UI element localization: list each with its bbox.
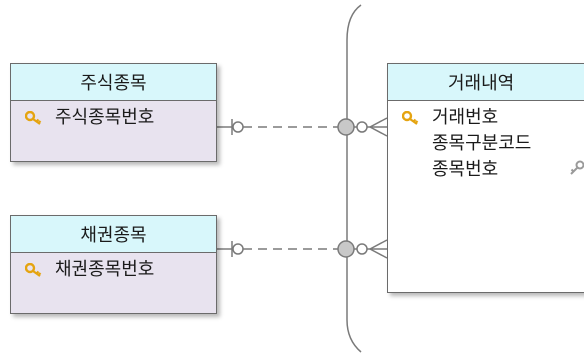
arc-junction-stock — [337, 118, 355, 136]
attribute-label: 채권종목번호 — [55, 259, 155, 280]
entity-stock-title: 주식종목 — [11, 64, 216, 101]
relationship-line-bond-transaction[interactable] — [217, 239, 388, 259]
exclusive-subtype-arc — [346, 4, 362, 353]
entity-stock[interactable]: 주식종목 주식종목번호 — [10, 63, 217, 162]
entity-bond-title: 채권종목 — [11, 216, 216, 253]
entity-transaction-title: 거래내역 — [388, 64, 584, 101]
attribute-row[interactable]: 종목구분코드 — [388, 131, 584, 157]
entity-transaction[interactable]: 거래내역 거래번호 종목구분코드 종목번호 — [387, 63, 584, 293]
attribute-row[interactable]: 종목번호 — [388, 157, 584, 183]
attribute-label: 거래번호 — [432, 107, 499, 128]
relationship-line-stock-transaction[interactable] — [217, 117, 388, 137]
primary-key-icon — [402, 111, 419, 125]
foreign-key-icon — [570, 160, 584, 175]
attribute-label: 주식종목번호 — [55, 107, 155, 128]
primary-key-icon — [25, 111, 42, 125]
attribute-label: 종목번호 — [432, 159, 499, 180]
attribute-row[interactable]: 주식종목번호 — [11, 105, 216, 131]
entity-bond[interactable]: 채권종목 채권종목번호 — [10, 215, 217, 314]
attribute-label: 종목구분코드 — [432, 133, 532, 154]
arc-junction-bond — [337, 240, 355, 258]
attribute-row[interactable]: 거래번호 — [388, 105, 584, 131]
attribute-row[interactable]: 채권종목번호 — [11, 257, 216, 283]
primary-key-icon — [25, 263, 42, 277]
